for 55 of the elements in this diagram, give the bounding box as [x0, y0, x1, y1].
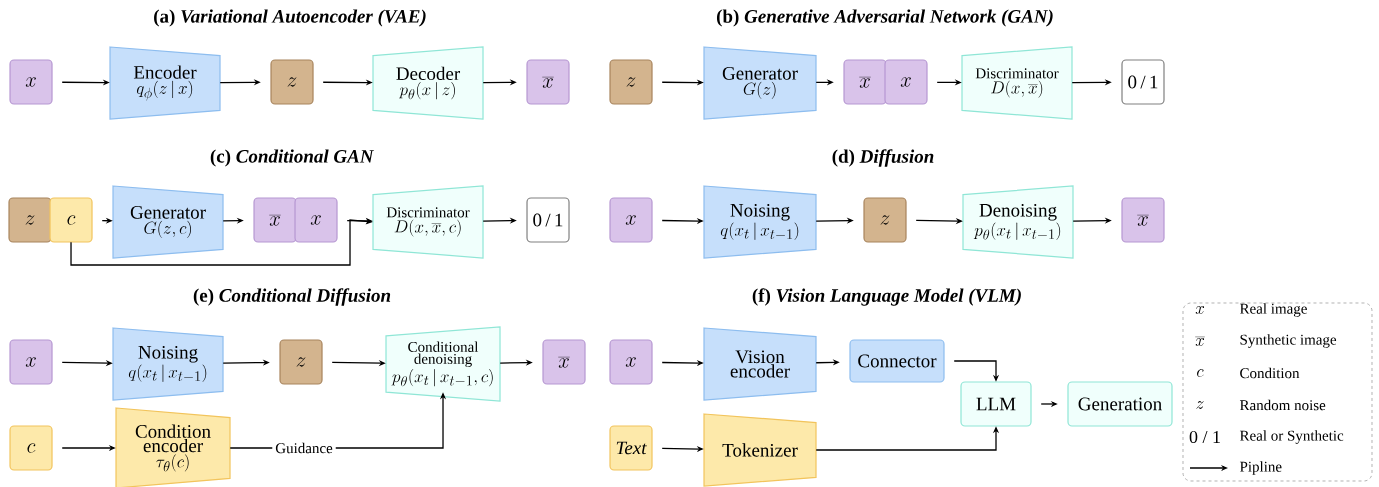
variable-box: $\overline{x}$: [843, 59, 887, 105]
variable-box: $z$: [279, 339, 323, 385]
output-box: 0 / 1: [526, 197, 570, 243]
encoder-block: Encoder $q_{\phi}(z\,|\,x)$: [109, 46, 221, 120]
variable-box: $c$: [9, 425, 53, 471]
edge-label: Guidance: [272, 439, 336, 457]
variable-box: $c$: [49, 197, 93, 243]
decoder-block: Discriminator $D(x,\overline{x},c)$: [372, 185, 484, 259]
legend-text: Synthetic image: [1240, 334, 1337, 348]
panel-title: (e) Conditional Diffusion: [193, 288, 391, 306]
legend-text: Real or Synthetic: [1239, 430, 1344, 444]
encoder-block: Generator $G(z,c)$: [112, 185, 224, 259]
encoder-block: Noising $q(x_t\,|\,x_{t-1})$: [703, 185, 817, 259]
module-box: Connector: [849, 339, 945, 383]
legend-text: Pipline: [1239, 461, 1282, 475]
variable-box: $x$: [609, 339, 653, 385]
variable-box: $x$: [9, 339, 53, 385]
encoder-block: Generator $G(z)$: [703, 46, 817, 120]
variable-box: $x$: [294, 197, 338, 243]
legend-symbol: $c$: [1197, 369, 1204, 377]
encoder-block: Condition encoder $\tau_{\theta}(c)$: [115, 407, 231, 487]
panel-title: (b) Generative Adversarial Network (GAN): [716, 9, 1053, 27]
variable-box: $\overline{x}$: [253, 197, 297, 243]
module-box: Generation: [1067, 381, 1173, 427]
encoder-block: Tokenizer: [703, 413, 817, 487]
module-box: LLM: [960, 381, 1032, 427]
legend-symbol: $x$: [1195, 306, 1205, 314]
panel-title: (a) Variational Autoencoder (VAE): [154, 9, 426, 27]
variable-box: $z$: [270, 59, 314, 105]
panel-title: (c) Conditional GAN: [210, 149, 375, 167]
legend-text: Real image: [1239, 303, 1307, 317]
decoder-block: Denoising $p_{\theta}(x_t\,|\,x_{t-1})$: [962, 185, 1074, 259]
legend-symbol: $\overline{x}$: [1195, 336, 1205, 346]
variable-box: $\overline{x}$: [1121, 197, 1165, 243]
variable-box: $\overline{x}$: [542, 339, 586, 385]
panel-title: (d) Diffusion: [832, 149, 934, 167]
variable-box: $\overline{x}$: [526, 59, 570, 105]
decoder-block: Decoder $p_{\theta}(x\,|\,z)$: [372, 46, 484, 120]
legend-symbol: 0 / 1: [1189, 430, 1220, 444]
variable-box: Text: [609, 425, 653, 471]
encoder-block: Noising $q(x_t\,|\,x_{t-1})$: [112, 327, 224, 401]
variable-box: $x$: [884, 59, 928, 105]
output-box: 0 / 1: [1121, 59, 1165, 105]
variable-box: $z$: [863, 197, 907, 243]
encoder-block: Vision encoder: [703, 327, 817, 401]
variable-box: $x$: [609, 197, 653, 243]
legend-text: Condition: [1240, 367, 1300, 379]
variable-box: $z$: [8, 197, 52, 243]
legend-text: Random noise: [1239, 399, 1326, 411]
decoder-block: Conditional denoising $p_{\theta}(x_t\,|\,x_{t-1},c)$: [385, 326, 501, 402]
panel-title: (f) Vision Language Model (VLM): [752, 288, 1021, 306]
variable-box: $z$: [609, 59, 653, 105]
variable-box: $x$: [9, 59, 53, 105]
legend-symbol: $z$: [1196, 401, 1204, 409]
decoder-block: Discriminator $D(x,\overline{x})$: [961, 46, 1073, 120]
